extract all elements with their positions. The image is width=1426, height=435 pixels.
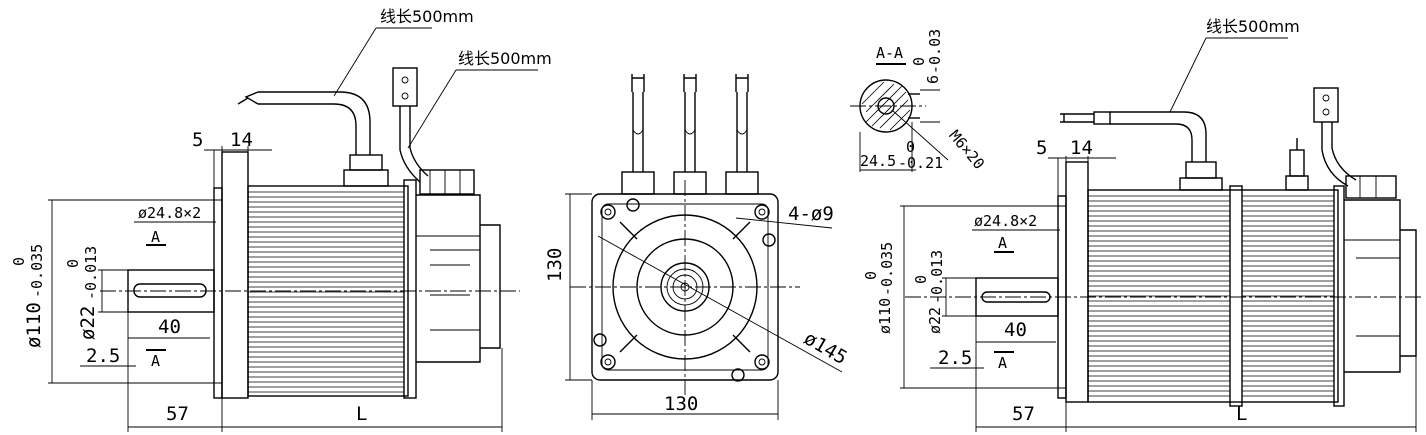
left-dim-110: ø110 <box>23 302 45 348</box>
right-dim-57: 57 <box>1012 403 1035 425</box>
front-dim-mounting-holes: 4-ø9 <box>788 203 834 225</box>
front-power-cables <box>621 74 759 195</box>
right-power-cable <box>1060 111 1223 191</box>
left-encoder-cable-length-note: 线长500mm <box>458 49 552 68</box>
right-brake-cable <box>1285 138 1309 191</box>
right-section-a-top: A <box>998 234 1007 252</box>
left-side-view: 线长500mm 线长500mm 5 14 ø24.8×2 A A 40 2.5 … <box>10 7 552 432</box>
right-section-a-bottom: A <box>998 354 1007 372</box>
section-tol-24-5-lower: -0.21 <box>898 154 943 172</box>
section-dim-6: 6 <box>924 75 942 84</box>
left-section-a-bottom: A <box>151 352 160 370</box>
right-dim-22: ø22 <box>926 307 944 334</box>
right-tol-22-upper: 0 <box>912 275 930 284</box>
left-encoder-cover <box>416 194 501 363</box>
left-dim-22: ø22 <box>77 306 99 340</box>
right-cable-length-note: 线长500mm <box>1206 17 1300 36</box>
left-shaft <box>100 269 520 313</box>
left-section-a-top: A <box>151 228 160 246</box>
right-dim-L: L <box>1236 403 1247 425</box>
section-hatching <box>861 81 911 131</box>
front-mounting-holes <box>593 198 776 382</box>
right-encoder-cable <box>1313 87 1397 199</box>
left-dimension-lines <box>48 27 538 432</box>
front-dim-130-horizontal: 130 <box>664 393 698 415</box>
section-tol-24-5-upper: 0 <box>906 138 915 156</box>
left-dim-5: 5 <box>192 129 203 151</box>
right-shaft <box>905 277 1424 317</box>
right-dim-40: 40 <box>1004 319 1027 341</box>
left-tol-110-upper: 0 <box>10 257 28 266</box>
front-view: 130 130 4-ø9 ø145 <box>544 74 851 420</box>
section-a-a-view: A-A 6 0 -0.03 24.5 0 -0.21 M6×20 <box>850 29 988 173</box>
right-dimension-lines <box>900 37 1417 432</box>
left-encoder-cable <box>392 67 475 195</box>
section-title: A-A <box>876 44 903 62</box>
right-dim-110: ø110 <box>876 298 894 334</box>
left-power-cable <box>237 91 389 187</box>
left-cable-length-note: 线长500mm <box>380 7 474 26</box>
right-tol-22-lower: -0.013 <box>928 250 946 304</box>
left-dim-hole-diameter: ø24.8×2 <box>138 204 201 222</box>
right-tol-110-lower: -0.035 <box>878 242 896 296</box>
right-encoder-cover <box>1344 199 1417 373</box>
right-dim-14: 14 <box>1070 137 1093 159</box>
right-side-view: 线长500mm 5 14 ø24.8×2 A A 40 2.5 57 L ø11… <box>862 17 1424 432</box>
left-dim-57: 57 <box>166 403 189 425</box>
section-tol-6-lower: -0.03 <box>926 29 944 74</box>
left-dim-L: L <box>356 403 367 425</box>
left-tol-22-upper: 0 <box>64 259 82 268</box>
left-tol-22-lower: -0.013 <box>82 246 100 300</box>
left-dim-14: 14 <box>230 129 253 151</box>
right-motor-body <box>1087 185 1345 407</box>
right-tol-110-upper: 0 <box>862 271 880 280</box>
left-dim-2-5: 2.5 <box>86 345 120 367</box>
section-thread: M6×20 <box>945 127 988 173</box>
left-tol-110-lower: -0.035 <box>28 244 46 298</box>
right-flange <box>1057 161 1089 403</box>
left-motor-body <box>247 179 417 399</box>
left-dim-40: 40 <box>158 316 181 338</box>
right-dim-5: 5 <box>1036 137 1047 159</box>
section-dim-24-5: 24.5 <box>860 152 896 170</box>
section-tol-6-upper: 0 <box>910 57 928 66</box>
front-dim-130-vertical: 130 <box>544 248 566 282</box>
right-dim-hole-diameter: ø24.8×2 <box>974 212 1037 230</box>
right-dim-2-5: 2.5 <box>938 347 972 369</box>
left-flange <box>213 151 249 399</box>
